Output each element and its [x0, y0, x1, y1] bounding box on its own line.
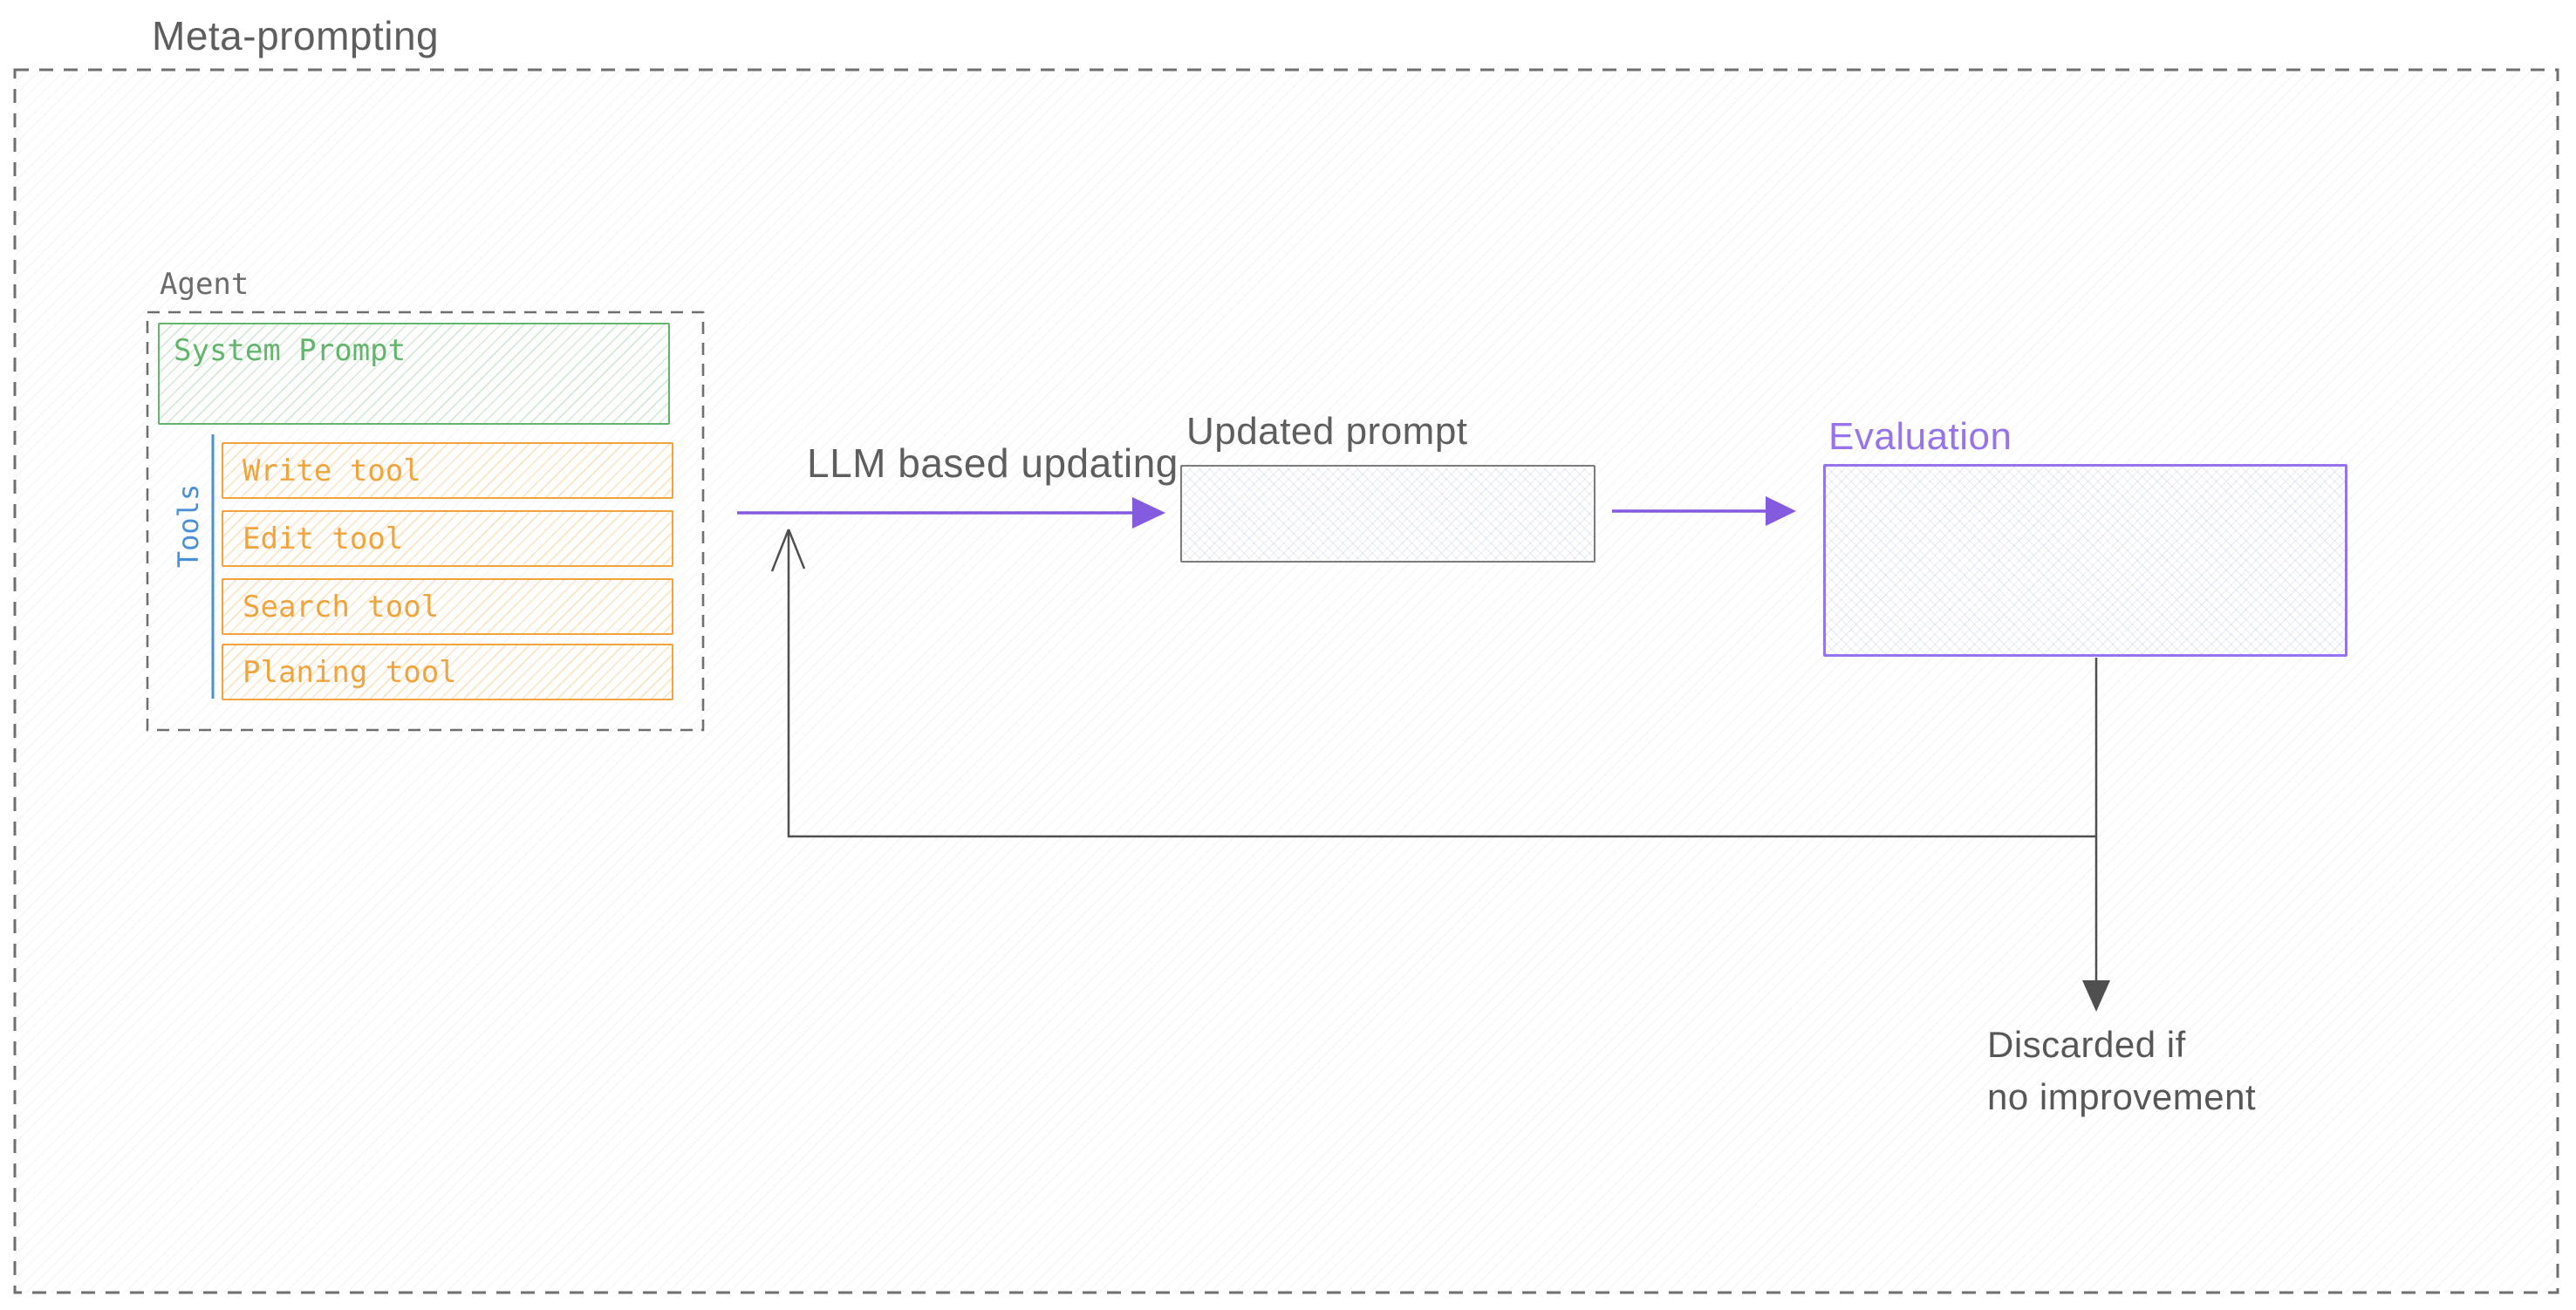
system-prompt-label: System Prompt [174, 333, 407, 368]
updated-prompt-label: Updated prompt [1186, 410, 1468, 453]
discard-note-line2: no improvement [1987, 1075, 2257, 1117]
llm-based-updating-label: LLM based updating [807, 440, 1179, 486]
diagram-title: Meta-prompting [152, 13, 440, 58]
evaluation-label: Evaluation [1828, 415, 2012, 458]
tool-box-write-tool: Write tool [222, 442, 673, 499]
tool-label: Planing tool [243, 654, 457, 690]
agent-label: Agent [160, 267, 249, 302]
tool-box-search-tool: Search tool [222, 578, 673, 635]
tool-label: Search tool [243, 589, 440, 624]
discard-note-line1: Discarded if [1987, 1024, 2186, 1065]
tool-label: Edit tool [243, 521, 404, 556]
tool-box-planing-tool: Planing tool [222, 644, 673, 700]
tool-label: Write tool [243, 453, 421, 488]
evaluation-box [1823, 464, 2347, 657]
updated-prompt-box [1180, 465, 1595, 563]
tools-group-label: Tools [172, 483, 205, 569]
tool-box-edit-tool: Edit tool [222, 510, 673, 567]
discard-note: Discarded if no improvement [1987, 1019, 2256, 1122]
system-prompt-box: System Prompt [158, 323, 670, 425]
